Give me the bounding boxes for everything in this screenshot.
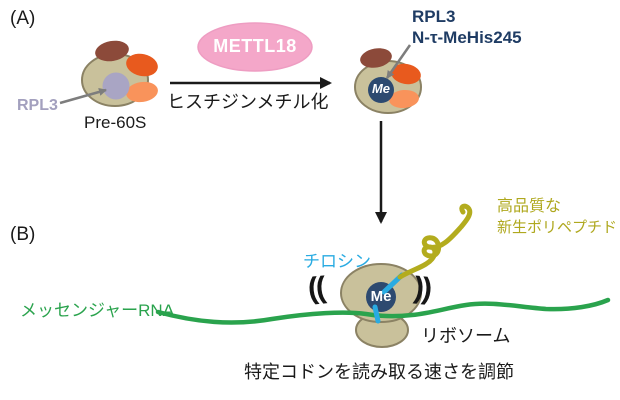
mettl18-enzyme-label: METTL18 xyxy=(213,36,297,56)
translating-ribosome xyxy=(340,263,422,348)
rpl3-pointer-arrow xyxy=(59,88,107,105)
mrna-strand xyxy=(155,297,611,325)
pre60s-complex xyxy=(59,40,158,107)
rpl3-substrate-label: RPL3 xyxy=(17,97,58,114)
product-methylhis-label: N-τ-MeHis245 xyxy=(412,28,522,47)
orange-protein-dark xyxy=(126,53,158,77)
mrna-label: メッセンジャーRNA xyxy=(20,301,175,320)
methylation-pointer-arrow xyxy=(385,44,412,79)
methyl-mark-circle xyxy=(368,77,394,103)
orange-protein-light xyxy=(389,89,419,109)
mettl18-enzyme-ellipse xyxy=(197,22,313,72)
nascent-polypeptide-chain xyxy=(397,203,473,280)
ribosome-label: リボソーム xyxy=(421,326,511,346)
nascent-peptide-label-line1: 高品質な xyxy=(497,198,562,215)
orange-protein-dark xyxy=(391,63,421,85)
tyrosine-label: チロシン xyxy=(303,252,371,271)
rpl3-protein xyxy=(102,72,130,100)
codon-anticodon-link xyxy=(372,304,381,324)
reaction-name-label: ヒスチジンメチル化 xyxy=(167,92,329,112)
nascent-peptide-label-line2: 新生ポリペプチド xyxy=(497,219,618,236)
pre60s-name-label: Pre-60S xyxy=(84,113,147,132)
figure-caption: 特定コドンを読み取る速さを調節 xyxy=(244,362,514,382)
panel-a-label: (A) xyxy=(10,8,36,29)
methylated-pre60s-complex xyxy=(354,44,422,114)
panel-b-label: (B) xyxy=(10,224,36,245)
brown-protein xyxy=(360,48,392,68)
orange-protein-light xyxy=(126,81,158,103)
methyl-label-panel-b: Me xyxy=(370,288,392,305)
product-rpl3-label: RPL3 xyxy=(412,7,456,26)
brown-protein xyxy=(95,40,129,62)
methyl-label-panel-a: Me xyxy=(371,81,391,96)
vibration-mark-left: (( xyxy=(306,271,326,306)
